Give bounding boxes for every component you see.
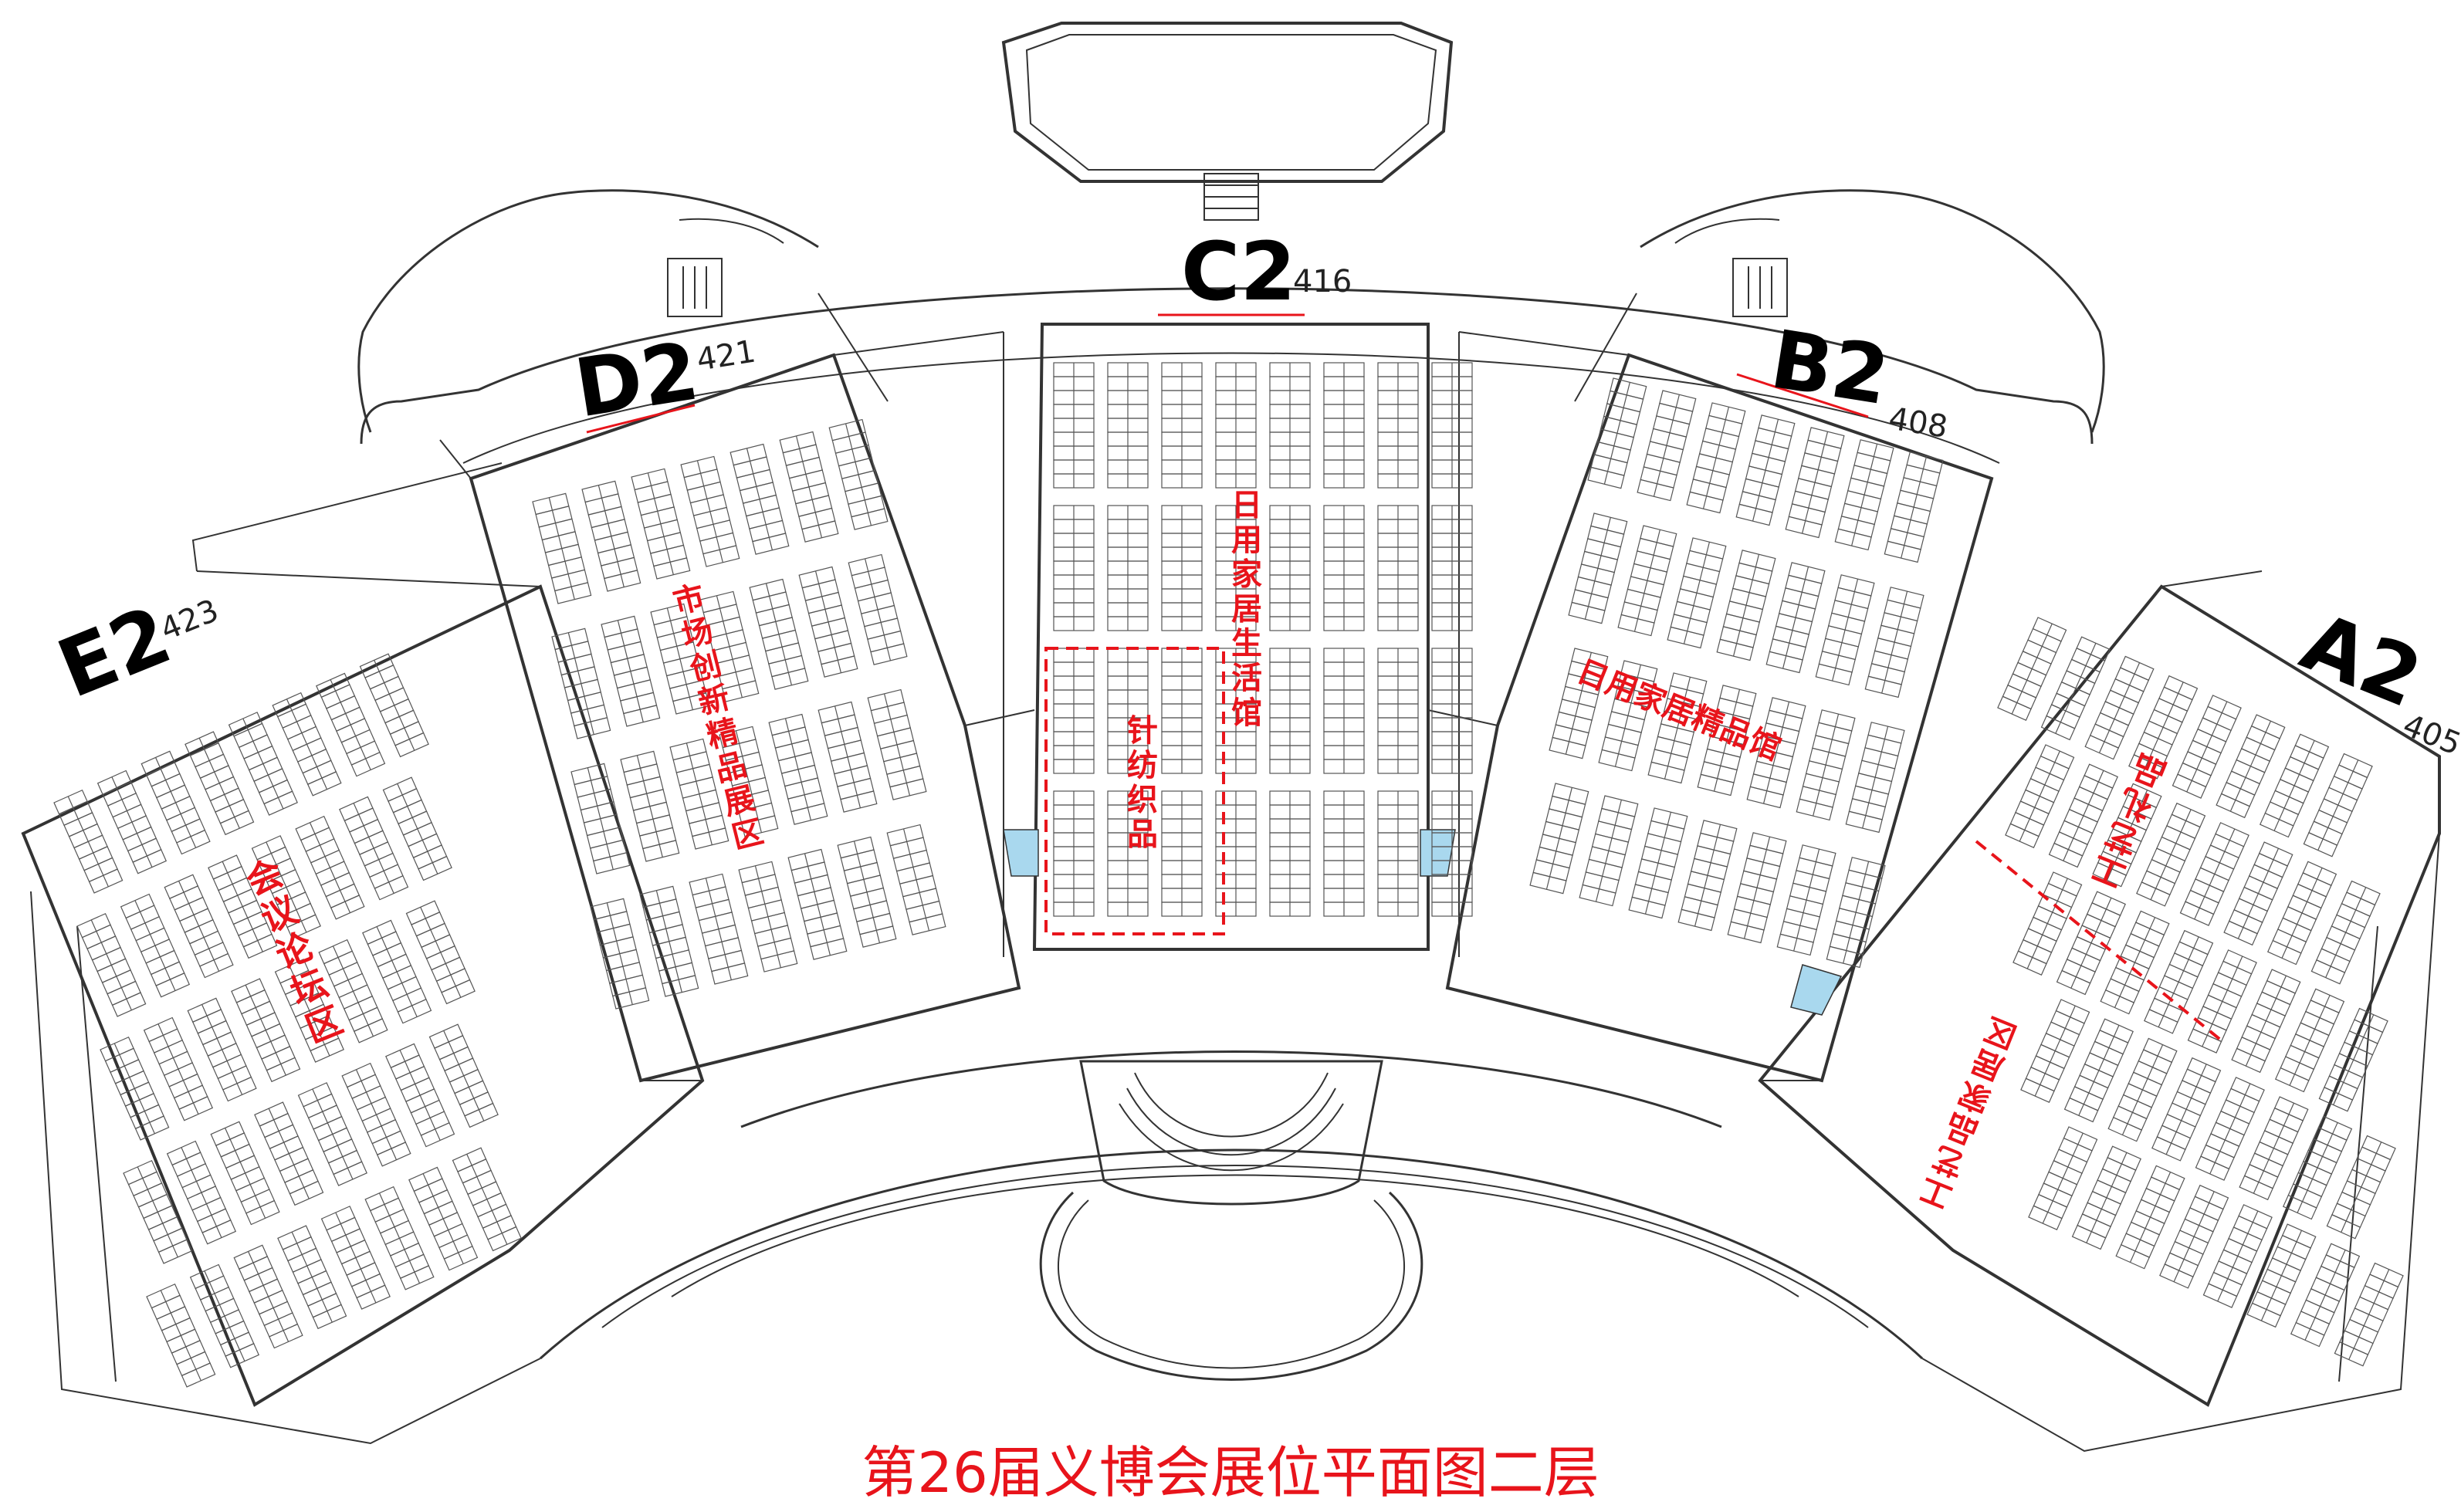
hall-number-c2: 416 (1293, 264, 1352, 299)
zone-boundaries (1044, 647, 2225, 1044)
accent-lines (586, 313, 1869, 434)
water-features (1003, 829, 1843, 1016)
hall-code-b2: B2 (1765, 312, 1895, 423)
right-ramp (1640, 189, 2105, 433)
hall-number-e2: 423 (156, 593, 224, 648)
a2-zone-divider (1975, 840, 2225, 1044)
textile-zone-border (1044, 647, 1225, 935)
hall-code-c2: C2 (1181, 225, 1296, 319)
north-building (1001, 22, 1454, 221)
hall-number-b2: 408 (1886, 401, 1950, 445)
building-outline (21, 22, 2441, 1453)
hall-number-d2: 421 (694, 333, 758, 377)
left-ramp (357, 189, 819, 433)
zone-label-textiles: 针纺织品 (1127, 713, 1158, 852)
hall-label-e2: E2 423 (46, 587, 224, 716)
hall-label-c2: C2 416 (1181, 225, 1352, 319)
hall-code-e2: E2 (46, 587, 184, 716)
auditorium (1039, 1060, 1423, 1381)
zone-label-craft-home: 工艺品家居区 (1915, 1010, 2022, 1215)
hall-code-d2: D2 (569, 323, 705, 435)
hall-label-a2: A2 405 (2290, 594, 2461, 763)
zone-label-market-innovation: 市场创新精品展区 (670, 579, 767, 856)
zone-labels: 会议论坛区 市场创新精品展区 日用家居生活馆 针纺织品 日用家居精品馆 工艺礼品… (240, 488, 2172, 1215)
map-title: 第26届义博会展位平面图二层 (862, 1440, 1599, 1505)
hall-code-a2: A2 (2290, 594, 2434, 726)
hall-label-d2: D2 421 (569, 323, 758, 435)
zone-label-household-living: 日用家居生活馆 (1231, 488, 1262, 731)
hall-number-a2: 405 (2398, 708, 2461, 763)
booth-grid (53, 362, 2404, 1388)
hall-label-b2: B2 408 (1765, 312, 1950, 445)
